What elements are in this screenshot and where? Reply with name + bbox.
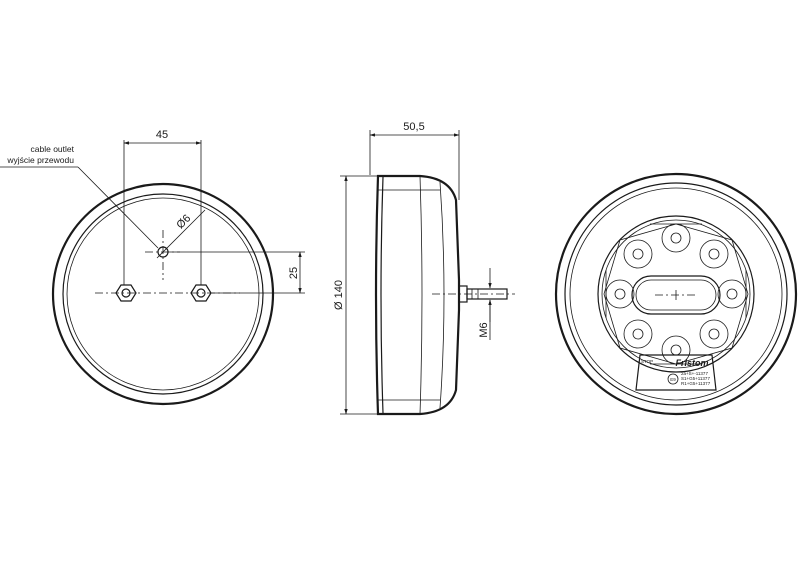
dim-diameter-label: Ø 140	[333, 280, 345, 310]
stop-label: STOP	[641, 359, 653, 364]
lamp-outer-rim	[554, 172, 798, 416]
approval-mark: E9	[670, 377, 676, 382]
dim-width-label: 45	[156, 129, 168, 141]
front-inner-rim-2	[66, 197, 260, 391]
approval-line-3: R1+G5+11377	[681, 381, 711, 386]
lamp-view: Fristom STOP E9 2a+S+-11377 S1+G5+11377 …	[554, 172, 798, 416]
left-stud	[115, 284, 137, 302]
side-body	[374, 174, 461, 416]
front-inner-rim	[62, 193, 264, 395]
approval-line-1: 2a+S+-11377	[681, 371, 708, 376]
dim-depth-label: 50,5	[403, 121, 424, 133]
dim-offset-label: 25	[288, 267, 300, 279]
lens-disc	[597, 215, 755, 373]
brand-label: Fristom	[675, 358, 708, 368]
center-window	[631, 275, 721, 315]
approval-line-2: S1+G5+11377	[681, 376, 710, 381]
front-outer-rim	[51, 182, 275, 406]
label-plate	[635, 354, 717, 391]
dim-thread-label: M6	[478, 322, 490, 337]
right-stud	[190, 284, 212, 302]
led-reflectors	[603, 223, 749, 365]
lamp-inner-rim	[564, 182, 788, 406]
cable-note-pl: wyjście przewodu	[6, 155, 74, 165]
front-view: 45 25 Ø6 cable outlet wyjście przewodu	[0, 129, 305, 406]
cable-note-en: cable outlet	[31, 144, 75, 154]
side-view: 50,5 Ø 140 M6	[333, 121, 515, 416]
dim-hole-label: Ø6	[174, 212, 193, 231]
